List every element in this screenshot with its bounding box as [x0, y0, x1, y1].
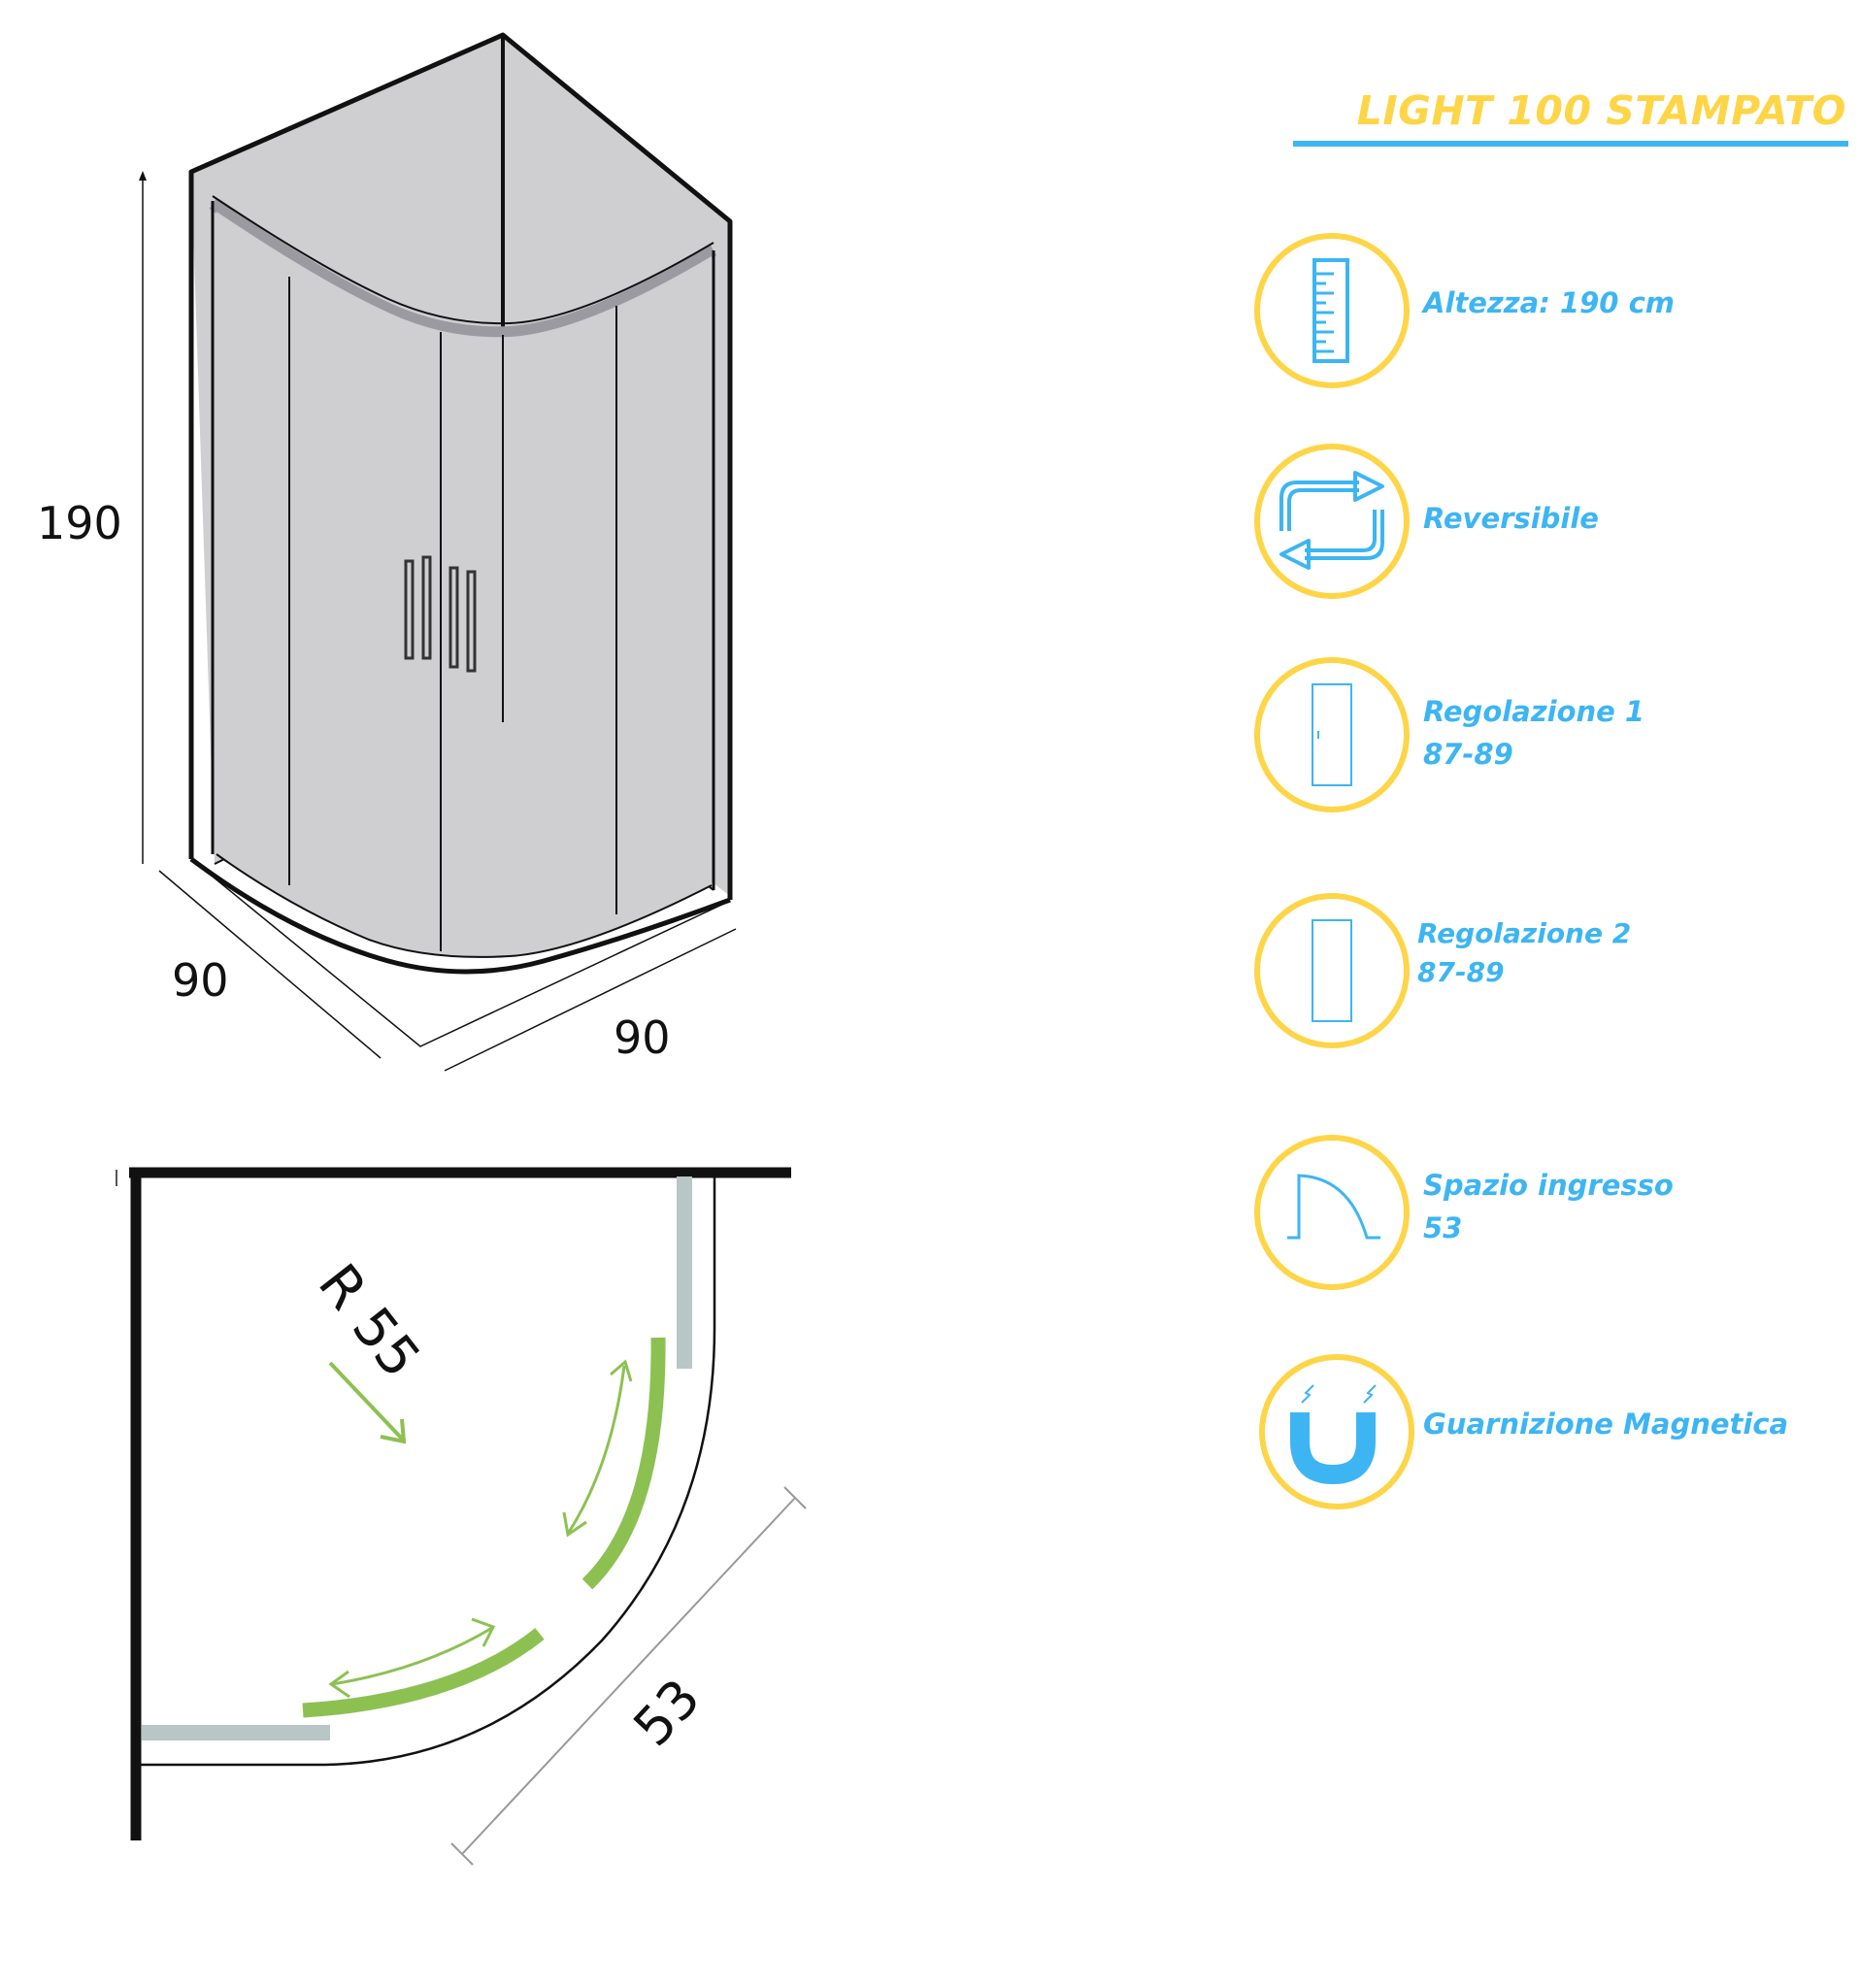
handle-left-inner: [421, 555, 432, 660]
feature-adjustment-1-label: Regolazione 1: [1423, 695, 1645, 728]
top-curved-rail: [209, 199, 717, 339]
handle-right-inner: [448, 566, 459, 669]
slide-arrow-right-head1: [610, 1359, 633, 1382]
isometric-drawing: 190 90 90: [37, 32, 737, 1072]
shower-tray: [189, 856, 731, 975]
entry-label: 53: [621, 1668, 712, 1758]
width-dimension-line: [444, 928, 737, 1072]
height-arrow: [139, 171, 147, 181]
slide-arrow-right: [566, 1365, 626, 1535]
radius-label: R 55: [306, 1253, 432, 1390]
feature-reversible-label: Reversibile: [1423, 502, 1599, 535]
sliding-door-left: [302, 1628, 545, 1718]
depth-dimension-line: [158, 870, 382, 1059]
feature-entry-space-value: 53: [1423, 1211, 1463, 1244]
tray-inner: [216, 853, 713, 958]
panel-icon: [1254, 893, 1410, 1048]
magnet-icon: [1259, 1354, 1414, 1509]
feature-height-label: Altezza: 190 cm: [1423, 286, 1675, 319]
feature-magnetic-seal-label: Guarnizione Magnetica: [1423, 1408, 1789, 1441]
feature-reversible: Reversibile: [1252, 442, 1854, 601]
floor-projection: [190, 858, 731, 1047]
feature-entry-space: Spazio ingresso 53: [1252, 1133, 1854, 1292]
top-rail-outline: [212, 195, 714, 325]
radius-arrow-head: [380, 1418, 407, 1444]
door-panel-icon: [1254, 657, 1410, 812]
feature-entry-space-label: Spazio ingresso: [1423, 1169, 1674, 1202]
feature-adjustment-2-value: 87-89: [1417, 956, 1505, 988]
feature-adjustment-2-label: Regolazione 2: [1417, 917, 1632, 949]
feature-height: Altezza: 190 cm: [1252, 231, 1854, 390]
slide-arrow-left-head2: [328, 1670, 350, 1699]
feature-adjustment-1-value: 87-89: [1423, 738, 1513, 771]
radius-arrow: [328, 1361, 404, 1441]
entry-arc-icon: [1254, 1135, 1410, 1290]
slide-arrow-right-head2: [562, 1511, 587, 1538]
title-underline: [1293, 141, 1848, 147]
entry-tick-bottom: [450, 1842, 474, 1866]
product-title: LIGHT 100 STAMPATO: [1356, 87, 1846, 134]
handle-left-outer: [404, 559, 415, 660]
width-label: 90: [614, 1011, 671, 1064]
handle-right-outer: [466, 570, 477, 673]
feature-magnetic-seal: Guarnizione Magnetica: [1252, 1352, 1854, 1511]
entry-dimension-line: [461, 1497, 796, 1855]
reverse-arrows-icon: [1254, 444, 1410, 599]
slide-arrow-left-head1: [471, 1617, 496, 1647]
entry-tick-top: [783, 1486, 807, 1509]
depth-label: 90: [172, 954, 229, 1007]
height-label: 190: [37, 497, 122, 549]
ruler-icon: [1254, 233, 1410, 388]
slide-arrow-left: [331, 1626, 493, 1686]
front-curved-glass: [216, 212, 712, 957]
feature-adjustment-1: Regolazione 1 87-89: [1252, 655, 1854, 814]
sliding-door-right: [581, 1337, 666, 1590]
plan-drawing: R 55 53: [116, 1167, 807, 1866]
tray-outline: [141, 1173, 716, 1767]
feature-adjustment-2: Regolazione 2 87-89: [1252, 891, 1854, 1050]
